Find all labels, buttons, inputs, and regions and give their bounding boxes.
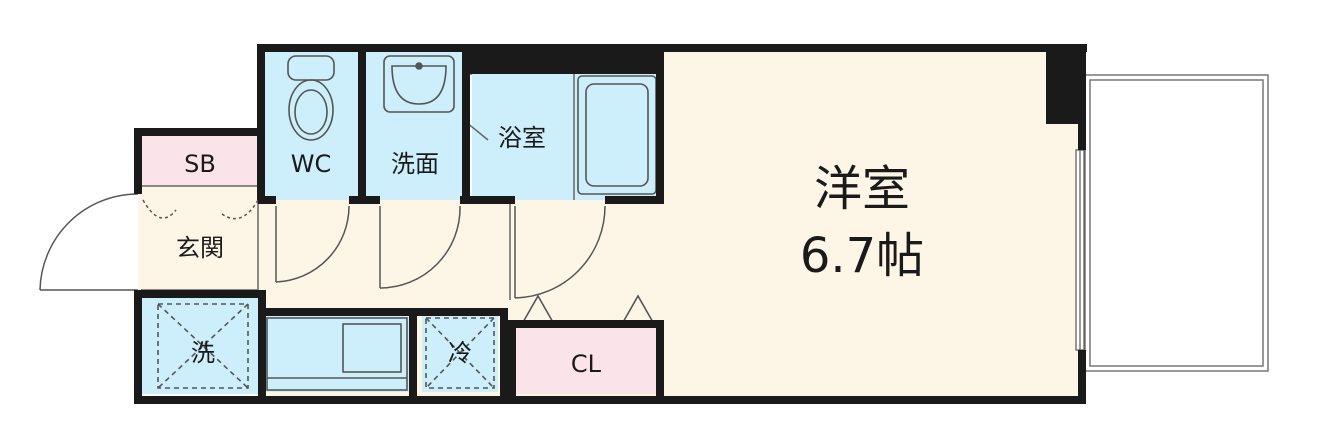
closet-floor — [515, 328, 660, 394]
door-swings — [39, 193, 606, 299]
floor-areas — [138, 50, 1082, 398]
washroom-label: 洗面 — [391, 150, 439, 178]
western-room-label: 洋室 — [814, 161, 910, 217]
shoe-box-label: SB — [184, 150, 216, 178]
washer-space-icon — [157, 303, 249, 389]
bathroom-label: 浴室 — [498, 124, 546, 152]
washer-label: 洗 — [191, 339, 215, 367]
entrance-label: 玄関 — [176, 234, 224, 262]
fridge-label: 冷 — [448, 339, 472, 367]
washer-floor — [141, 298, 258, 394]
kitchen-floor — [265, 316, 409, 392]
western-room-floor — [662, 50, 1082, 398]
kitchen-counter — [266, 317, 408, 391]
wc-floor — [263, 50, 358, 200]
bathroom-floor — [472, 74, 660, 200]
walls — [134, 44, 1087, 404]
entrance-floor — [138, 186, 258, 290]
shoe-box-floor — [141, 135, 258, 186]
fridge-space-icon — [425, 317, 495, 389]
toilet-icon — [287, 55, 335, 141]
wc-label: WC — [291, 150, 332, 178]
closet-label: CL — [571, 350, 602, 378]
room-labels: 洋室 6.7帖 WC 洗面 浴室 SB 玄関 洗 冷 CL — [176, 124, 924, 378]
window — [1075, 149, 1085, 351]
balcony — [1084, 74, 1269, 372]
western-room-size: 6.7帖 — [800, 228, 924, 284]
wash-basin-icon — [383, 55, 455, 113]
washroom-floor — [364, 50, 466, 200]
